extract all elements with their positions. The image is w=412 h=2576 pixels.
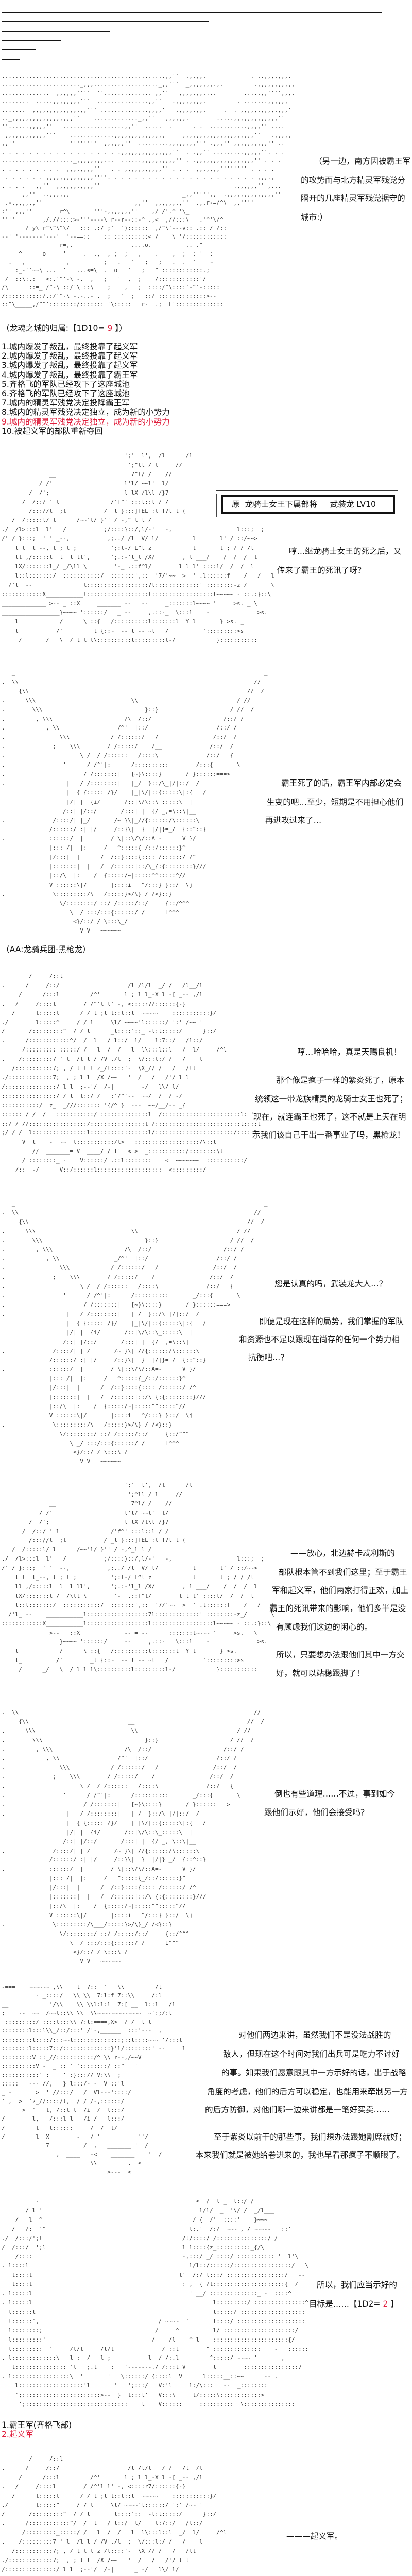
character-status-box: 原 龙骑士女王下属部将 武装龙 LV10 — [216, 490, 398, 520]
dice-options-list: 1.城内爆发了叛乱，最终投靠了起义军 2.城内爆发了叛乱，最终投靠了起义军 3.… — [2, 342, 170, 436]
dice-option: 2.城内爆发了叛乱，最终投靠了起义军 — [2, 351, 138, 361]
dialogue-line: 霸王死了的话，霸王军内部必定会 — [281, 778, 402, 788]
divider-rule — [2, 40, 61, 41]
dice-option: 6.齐格飞的军队已经攻下了这座城池 — [2, 388, 130, 398]
divider-rule — [2, 12, 382, 13]
dialogue-line: 跟他们示好，他们会接受吗？ — [264, 1808, 369, 1817]
dice-option: 1.城内爆发了叛乱，最终投靠了起义军 — [2, 342, 138, 351]
aa-art-armored-dragon-a: ';' l', /l /l ';^ll / l // __ 7^l/ / // … — [2, 1482, 274, 1673]
dice-prefix: （龙魂之城的归属:【1D10= — [2, 324, 108, 333]
dice-option-selected: 2.起义军 — [2, 2430, 33, 2439]
dialogue-line: 有顾虑我们这边的闲心的。 — [276, 1622, 373, 1632]
dialogue-line: 哼…继龙骑士女王的死之后，又 — [289, 547, 402, 556]
dialogue-line: ——放心，北边赫卡忒利斯的 — [290, 1549, 395, 1558]
divider-rule — [2, 21, 209, 22]
aa-art-armored-dragon-b: / /::l . / /::/ /l /l/l _/ / /l__/l / /:… — [2, 2455, 227, 2576]
aa-art-armored-dragon-a: ';' l', /l /l ';^ll / l // __ 7^l/ / // … — [2, 452, 274, 644]
dice-option: 8.城内的精灵军残党决定独立，成为新的小势力 — [2, 408, 170, 417]
dialogue-line: 传来了霸王的死讯了呀？ — [277, 566, 366, 575]
dialogue-line: 对他们两边来讲，虽然我们不是没法战胜的 — [238, 2030, 391, 2040]
dice-prefix: 目标是……【1D2= — [309, 2299, 383, 2309]
divider-rule — [2, 49, 36, 50]
dialogue-line: 敌人，但现在这个时间对我们出兵可是吃力不讨好 — [223, 2049, 400, 2059]
dialogue-line: 抗衡吧…？ — [248, 1353, 288, 1362]
aa-art-black-spear-dragon: _ _ . \\ // {\\ __ — [2, 1200, 268, 1465]
dialogue-line: 的事。如果我们愿意跟其中一方示好的话，出于战略 — [221, 2068, 406, 2077]
narration-line: （另一边，南方因被霸王军 — [314, 157, 411, 166]
aa-art-black-spear-dragon: _ _ . \\ // {\\ __ — [2, 1700, 268, 1965]
narration-line: 城市:） — [301, 213, 328, 222]
aa-art-landscape: ........................................… — [2, 73, 295, 308]
narration-line: 的攻势而与北方精灵军残党分 — [301, 176, 405, 185]
dialogue-line: 的后方防御，对他们哪一边来讲都是一笔好买卖…… — [205, 2105, 390, 2114]
dialogue-line: 统领这一带龙族精灵的龙骑士女王也死了； — [255, 1094, 408, 1104]
dice-option-selected: 9.城内的精灵军残党决定独立，成为新的小势力 — [2, 417, 170, 427]
dialogue-line: 部队根本管不到我们这里；至于霸王 — [279, 1568, 407, 1577]
dialogue-line: 示我们该自己干出一番事业了吗，黑枪龙！ — [252, 1130, 405, 1140]
dialogue-line: 哼…哈哈哈，真是天赐良机！ — [297, 1047, 402, 1057]
aa-art-dragon-scene: - < / l _ l::/ / / l ' l/l/ _ '\/ / _/l_… — [2, 2198, 309, 2408]
dialogue-line: 至于紫炎以前干的那些事，我们想办法跟她割席就好； — [214, 2132, 407, 2142]
aa-art-black-spear-dragon: _ _ . \\ // {\\ __ — [2, 669, 268, 935]
dice-option: 7.城内的精灵军残党决定投降霸王军 — [2, 398, 130, 408]
dice-suffix: 】 — [388, 2299, 399, 2309]
dice-result: 9 — [107, 324, 113, 333]
dialogue-line: 好，就可以站稳跟脚了！ — [276, 1669, 365, 1678]
dice-option: 5.齐格飞的军队已经攻下了这座城池 — [2, 379, 130, 389]
dialogue-line: 和资源也不足以跟现在尚存的任何一个势力相 — [239, 1335, 400, 1344]
dice-option: 10.被起义军的部队重新夺回 — [2, 426, 103, 436]
dialogue-line: 所以，我们应当示好的 — [317, 2280, 397, 2290]
dialogue-line: 角度的考虑，他们的后方可以稳定，也能用来牵制另一方 — [207, 2087, 408, 2096]
status-box-inner: 原 龙骑士女王下属部将 武装龙 LV10 — [221, 495, 395, 514]
status-rank: 原 龙骑士女王下属部将 — [232, 500, 330, 509]
box-frame-left — [216, 494, 217, 517]
dialogue-line: 本来我们就是被她给卷进来的，我也早看那疯子不顺眼了。 — [196, 2150, 405, 2160]
dialogue-line: 倒也有些道理……不过，事到如今 — [274, 1789, 395, 1799]
dice-option: 4.城内爆发了叛乱，最终投靠了霸王军 — [2, 370, 138, 380]
divider-rule — [2, 31, 110, 32]
narration-line: 隔开的几座精灵军残党据守的 — [301, 194, 405, 203]
art-caption: （AA:龙骑兵团-黑枪龙） — [2, 945, 91, 954]
status-level: LV10 — [354, 500, 376, 509]
dice-option: 1.霸王军(齐格飞部) — [2, 2420, 72, 2430]
dice-roll-line: （龙魂之城的归属:【1D10= 9 】） — [2, 324, 127, 333]
aa-art-armored-dragon-closeup: -=== ~~~~~~ ,\\ l 7:: ' \\ /l - _::::/ \… — [2, 1984, 186, 2175]
dialogue-line: 您是认真的吗，武装龙大人…？ — [274, 1279, 387, 1289]
divider-rule — [2, 59, 20, 60]
dialogue-line: 所以，只要想办法跟他们其中一方交 — [276, 1650, 405, 1659]
aa-art-armored-dragon-b: / /::l . / /::/ /l /l/l _/ / /l__/l / /:… — [2, 973, 261, 1174]
dialogue-line: 再进攻过来了… — [265, 816, 322, 825]
status-name: 武装龙 — [330, 500, 354, 509]
dialogue-line: ———起义军。 — [286, 2532, 343, 2541]
dice-result: 2 — [383, 2299, 388, 2309]
dialogue-line: 即便是现在这样的局势，我们掌握的军队 — [259, 1317, 404, 1326]
dialogue-line: 霸王的死讯带来的影响，他们多半是没 — [269, 1604, 406, 1613]
dice-option: 3.城内爆发了叛乱，最终投靠了起义军 — [2, 361, 138, 370]
dialogue-line: 那个像是疯子一样的紫炎死了，原本 — [276, 1076, 405, 1085]
dialogue-line: 现在，就连霸王也死了，这不就是上天在明 — [253, 1112, 406, 1122]
dice-roll-line: 目标是……【1D2= 2 】 — [309, 2299, 399, 2309]
dice-options-list: 1.霸王军(齐格飞部) 2.起义军 — [2, 2420, 72, 2439]
dice-suffix: 】） — [112, 324, 127, 333]
dialogue-line: 军和起义军，他们两家打得正欢，加上 — [272, 1586, 409, 1595]
dialogue-line: 生变的吧…至少，短期是不用担心他们 — [267, 798, 404, 807]
